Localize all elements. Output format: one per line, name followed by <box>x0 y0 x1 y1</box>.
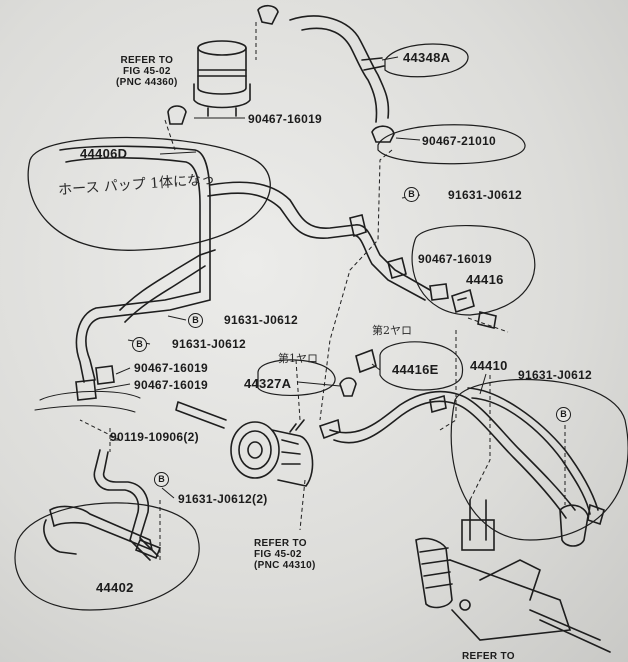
bolt-mark-b-5: B <box>154 472 169 487</box>
bolt-mark-b-3: B <box>132 337 147 352</box>
clip-top <box>167 105 187 125</box>
fitting-44416E <box>355 348 377 374</box>
ref-reservoir-line2: FIG 45-02 <box>122 66 171 77</box>
ref-label-pump: REFER TO FIG 45-02 (PNC 44310) <box>254 538 316 571</box>
pen-circle-44410 <box>450 378 628 541</box>
clamp-21010 <box>371 125 395 143</box>
ref-bottom-line1: REFER TO <box>462 651 515 662</box>
pen-circle-44327A <box>257 359 336 396</box>
steering-gear <box>415 499 611 653</box>
part-90467-16019-l1: 90467-16019 <box>134 361 209 375</box>
ref-pump-line3: (PNC 44310) <box>254 560 316 571</box>
part-44416: 44416 <box>466 272 504 287</box>
top-clamp <box>257 4 279 25</box>
pen-circle-44402 <box>14 502 200 611</box>
part-44327A: 44327A <box>244 376 292 391</box>
part-44406D: 44406D <box>80 146 128 161</box>
pump-body <box>230 419 314 487</box>
part-91631-J0612-b: 91631-J0612 <box>224 313 299 327</box>
part-90467-16019-l2: 90467-16019 <box>134 378 209 392</box>
part-90467-16019-right: 90467-16019 <box>418 252 493 266</box>
fitting-44327A <box>339 377 357 397</box>
ref-pump-line1: REFER TO <box>254 538 307 549</box>
part-91631-J0612-2: 91631-J0612(2) <box>178 492 268 506</box>
part-44416E: 44416E <box>392 362 439 377</box>
pen-circle-hose-note <box>27 136 271 251</box>
ref-reservoir-line1: REFER TO <box>120 55 174 66</box>
part-44410: 44410 <box>470 358 508 373</box>
return-hose-upper <box>289 15 390 123</box>
part-44402: 44402 <box>96 580 134 595</box>
part-90467-16019-top: 90467-16019 <box>248 112 323 126</box>
handwritten-note-small2: 第1ヤロ <box>278 352 318 365</box>
ref-label-reservoir: REFER TO FIG 45-02 (PNC 44360) <box>116 55 178 88</box>
bolt-mark-b-4: B <box>556 407 571 422</box>
clip-left-1 <box>95 365 115 385</box>
pen-circle-44416E <box>379 341 463 391</box>
part-90467-21010: 90467-21010 <box>422 134 497 148</box>
pipe-lower-run <box>119 249 216 323</box>
bolt-pump <box>175 401 227 429</box>
part-44348A: 44348A <box>403 50 451 65</box>
ref-label-bottom: REFER TO <box>462 651 515 662</box>
fitting-44416 <box>451 288 475 314</box>
ref-reservoir-line3: (PNC 44360) <box>116 77 178 88</box>
pen-circle-90467-21010 <box>377 124 526 165</box>
handwritten-note-small1: 第2ヤロ <box>372 324 412 337</box>
hose-44410 <box>329 390 576 519</box>
pen-scribble-left <box>34 390 141 413</box>
pen-circle-right-group <box>411 224 536 316</box>
part-91631-J0612-c: 91631-J0612 <box>172 337 247 351</box>
hose-44406D <box>59 145 211 383</box>
clip-left-2 <box>75 379 97 401</box>
bolt-mark-b-2: B <box>188 313 203 328</box>
reservoir <box>193 40 251 117</box>
pen-circle-44348A <box>384 43 469 78</box>
part-91631-J0612-d: 91631-J0612 <box>518 368 593 382</box>
pipe-upper-run <box>207 181 431 301</box>
part-90119-10906: 90119-10906(2) <box>110 430 199 444</box>
ref-pump-line2: FIG 45-02 <box>254 549 302 560</box>
bolt-mark-b-1: B <box>404 187 419 202</box>
pipe-44402 <box>93 449 159 561</box>
part-91631-J0612-a: 91631-J0612 <box>448 188 523 202</box>
